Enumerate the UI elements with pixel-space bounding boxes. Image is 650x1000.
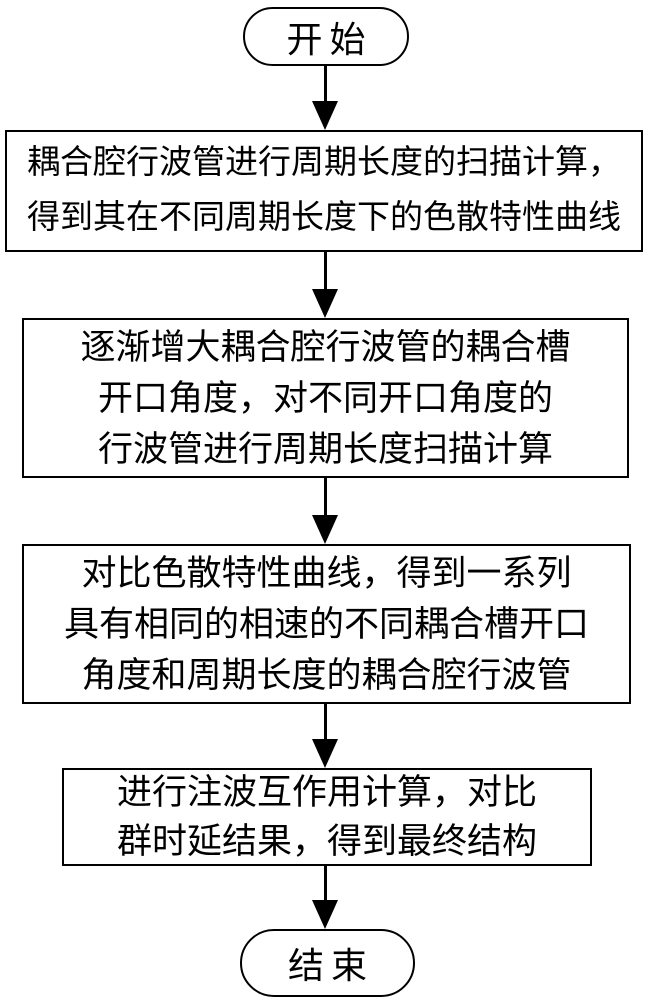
process-step-1: 耦合腔行波管进行周期长度的扫描计算， 得到其在不同周期长度下的色散特性曲线 <box>5 130 643 252</box>
down-arrow-icon <box>312 289 338 318</box>
arrow-shaft <box>324 866 327 903</box>
step-2-line-3: 行波管进行周期长度扫描计算 <box>97 429 553 469</box>
step-4-line-1: 进行注波互作用计算，对比 <box>116 773 537 812</box>
step-1-line-2: 得到其在不同周期长度下的色散特性曲线 <box>27 200 621 236</box>
step-3-line-2: 具有相同的相速的不同耦合槽开口 <box>63 604 589 644</box>
end-terminal: 结束 <box>240 929 415 997</box>
step-3-line-1: 对比色散特性曲线，得到一系列 <box>81 553 572 593</box>
step-3-line-3: 角度和周期长度的耦合腔行波管 <box>81 655 572 695</box>
arrow-shaft <box>324 64 327 104</box>
end-label: 结束 <box>287 946 374 986</box>
process-step-4: 进行注波互作用计算，对比 群时延结果，得到最终结构 <box>62 768 592 866</box>
start-terminal: 开始 <box>243 7 409 66</box>
arrow-shaft <box>324 252 327 292</box>
step-2-line-1: 逐渐增大耦合腔行波管的耦合槽 <box>80 327 571 367</box>
step-4-line-2: 群时延结果，得到最终结构 <box>116 822 537 861</box>
down-arrow-icon <box>312 900 338 929</box>
process-step-3: 对比色散特性曲线，得到一系列 具有相同的相速的不同耦合槽开口 角度和周期长度的耦… <box>22 544 631 704</box>
down-arrow-icon <box>312 515 338 544</box>
down-arrow-icon <box>312 739 338 768</box>
start-label: 开始 <box>286 19 373 60</box>
step-2-line-2: 开口角度，对不同开口角度的 <box>97 378 553 418</box>
process-step-2: 逐渐增大耦合腔行波管的耦合槽 开口角度，对不同开口角度的 行波管进行周期长度扫描… <box>22 318 629 478</box>
arrow-shaft <box>324 478 327 517</box>
step-1-line-1: 耦合腔行波管进行周期长度的扫描计算， <box>27 145 621 181</box>
down-arrow-icon <box>312 101 338 130</box>
arrow-shaft <box>324 704 327 742</box>
